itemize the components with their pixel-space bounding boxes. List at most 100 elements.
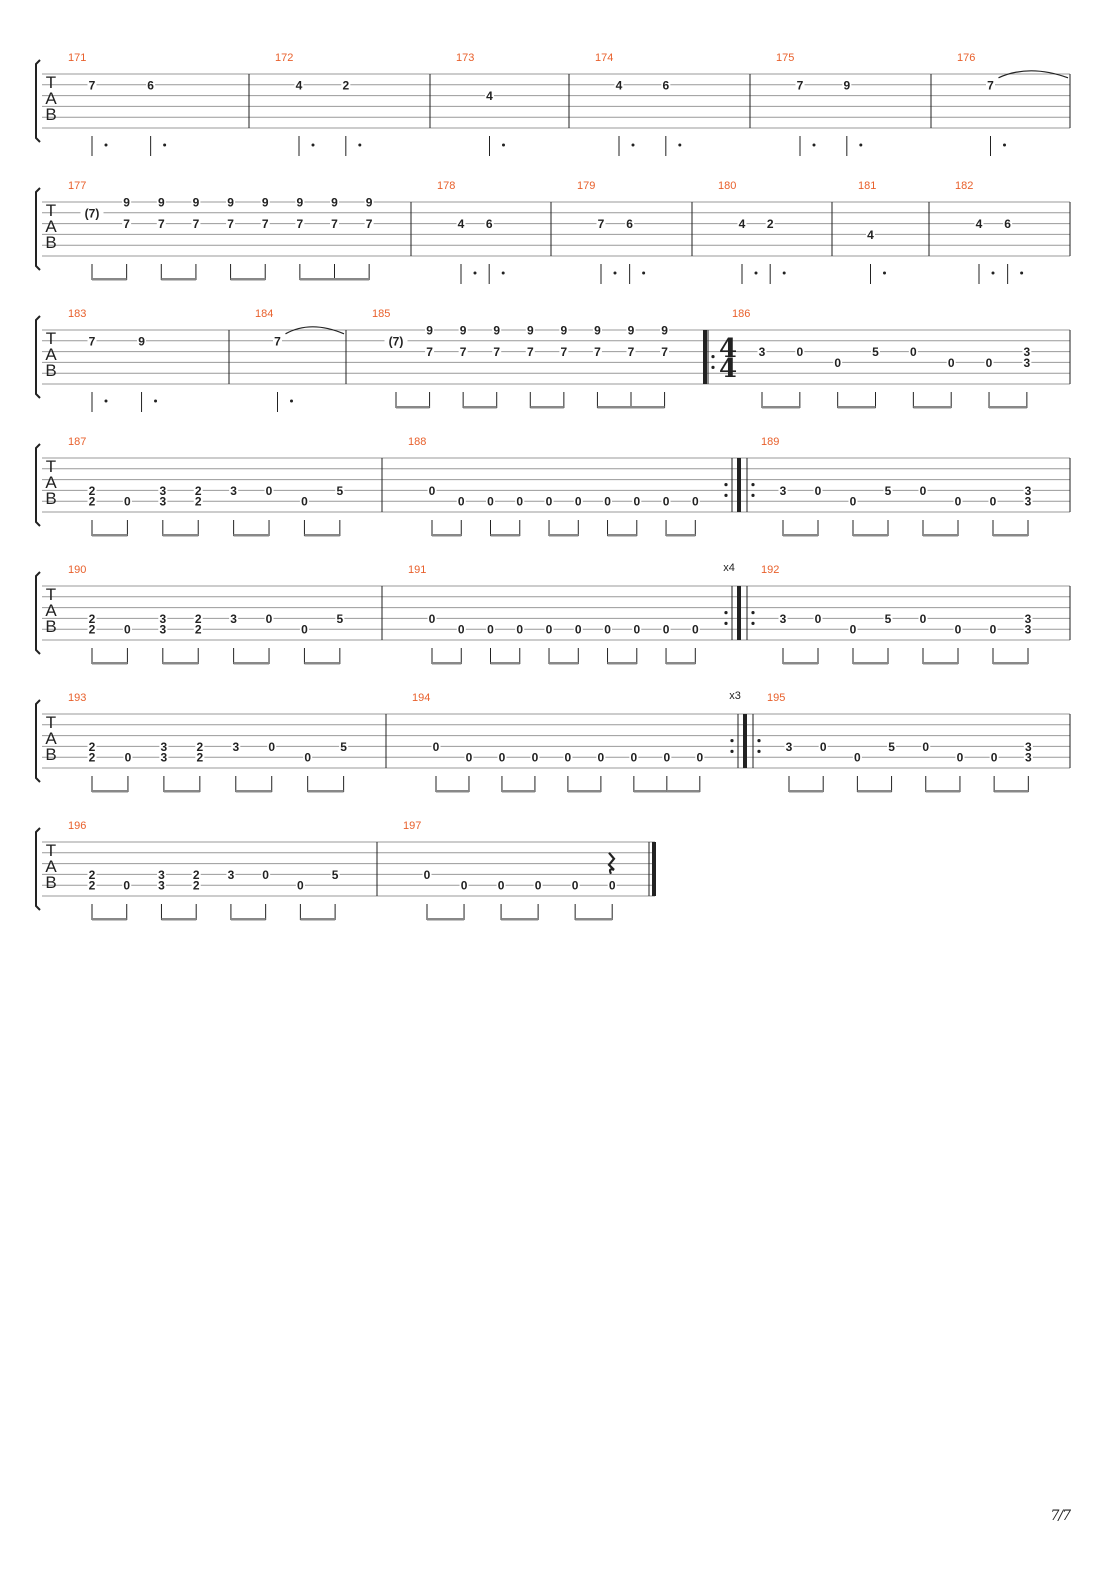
fret-number: 4	[458, 217, 465, 231]
beam	[993, 534, 1028, 537]
fret-number: 0	[458, 495, 465, 509]
fret-mask	[260, 217, 270, 230]
tab-clef-letter: T	[46, 73, 56, 92]
fret-mask	[1022, 356, 1032, 369]
tab-clef-letter: B	[45, 105, 56, 124]
fret-number: 0	[575, 623, 582, 637]
rhythm-dot	[473, 271, 477, 275]
fret-mask	[158, 612, 168, 625]
fret-number: 0	[796, 345, 803, 359]
fret-number: 9	[661, 324, 668, 338]
fret-number: 7	[797, 78, 804, 92]
rhythm-dot	[1020, 271, 1024, 275]
beam	[913, 406, 952, 409]
fret-number: 9	[460, 324, 467, 338]
fret-number: 5	[888, 740, 895, 754]
fret-number: 3	[780, 484, 787, 498]
beam	[235, 790, 272, 793]
fret-mask	[486, 495, 496, 508]
fret-mask	[295, 217, 305, 230]
system-bracket	[35, 571, 41, 655]
fret-mask	[87, 334, 97, 347]
repeat-dot	[724, 493, 728, 497]
fret-mask	[660, 324, 670, 336]
fret-mask	[456, 495, 466, 508]
fret-mask	[123, 751, 133, 764]
fret-number: 2	[195, 612, 202, 626]
fret-mask	[122, 879, 132, 892]
fret-number: 2	[195, 484, 202, 498]
fret-number: 9	[366, 196, 373, 210]
fret-number: 5	[336, 612, 343, 626]
beam	[230, 918, 266, 921]
fret-number: 7	[123, 217, 130, 231]
fret-number: 0	[922, 740, 929, 754]
fret-mask	[559, 324, 569, 336]
fret-number: 3	[1025, 612, 1032, 626]
fret-mask	[918, 612, 928, 625]
fret-mask	[159, 751, 169, 764]
rhythm-dot	[754, 271, 758, 275]
beam	[923, 534, 958, 537]
fret-number: 0	[663, 623, 670, 637]
fret-number: 0	[546, 623, 553, 637]
fret-mask	[525, 324, 535, 336]
beam	[436, 790, 469, 793]
fret-mask	[573, 623, 583, 636]
repeat-dot	[730, 749, 734, 754]
fret-number: 6	[486, 217, 493, 231]
fret-number: 0	[854, 751, 861, 765]
bar-number: 173	[456, 52, 474, 64]
fret-number: 5	[885, 484, 892, 498]
fret-mask	[632, 623, 642, 636]
fret-number: 7	[493, 345, 500, 359]
fret-mask	[544, 495, 554, 508]
fret-mask	[87, 740, 97, 753]
fret-number: 3	[159, 484, 166, 498]
bar-number: 181	[858, 180, 876, 192]
rhythm-dot	[290, 399, 293, 403]
fret-mask	[303, 751, 313, 764]
fret-number: 0	[429, 484, 436, 498]
fret-number: 3	[1024, 356, 1031, 370]
fret-number: 0	[268, 740, 275, 754]
fret-mask	[492, 324, 502, 336]
rhythm-dot	[631, 143, 635, 147]
beam	[633, 790, 667, 793]
fret-mask	[459, 879, 469, 892]
fret-number: 7	[987, 78, 994, 92]
system-bracket	[35, 699, 41, 783]
fret-mask	[871, 345, 881, 358]
fret-mask	[330, 868, 340, 881]
fret-number: 2	[767, 217, 774, 231]
fret-mask	[229, 484, 239, 497]
fret-number: 3	[230, 612, 237, 626]
repeat-dot	[757, 749, 761, 754]
fret-mask	[484, 217, 494, 230]
rhythm-dot	[154, 399, 158, 403]
fret-number: 0	[487, 495, 494, 509]
fret-mask	[122, 495, 132, 508]
fret-mask	[765, 217, 775, 230]
bar-number: 171	[68, 52, 86, 64]
fret-mask	[989, 751, 999, 764]
fret-mask	[195, 740, 205, 753]
fret-number: 0	[262, 868, 269, 882]
fret-number: 4	[976, 217, 983, 231]
beam	[501, 790, 535, 793]
bar-number: 182	[955, 180, 973, 192]
fret-number: 7	[460, 345, 467, 359]
fret-mask	[918, 484, 928, 497]
fret-mask	[661, 495, 671, 508]
fret-mask	[813, 612, 823, 625]
beam	[853, 534, 888, 537]
system-bracket	[35, 59, 41, 143]
fret-number: 7	[661, 345, 668, 359]
fret-number: 0	[125, 751, 132, 765]
fret-mask	[818, 740, 828, 753]
bar-number: 180	[718, 180, 736, 192]
fret-number: 0	[663, 751, 670, 765]
fret-mask	[660, 345, 670, 358]
bar-number: 191	[408, 564, 426, 576]
fret-number: 0	[633, 495, 640, 509]
